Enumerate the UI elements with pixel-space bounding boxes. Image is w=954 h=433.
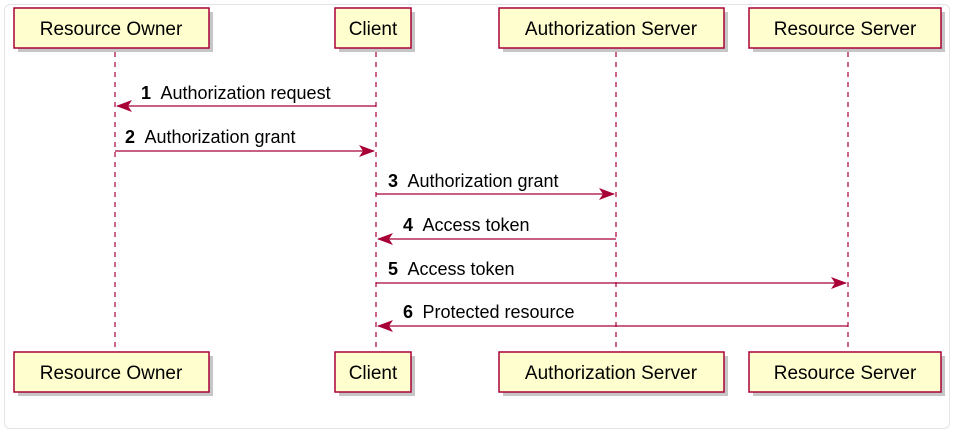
message-label: Authorization grant [407,171,558,191]
svg-text:4 Access token: 4 Access token [403,215,530,235]
participant-label: Resource Owner [40,363,183,384]
message-number: 2 [125,127,135,147]
message-2: 2 Authorization grant [115,127,375,157]
participant-top-resource-server: Resource Server [748,7,945,52]
message-label: Access token [422,215,529,235]
message-number: 6 [403,302,413,322]
message-5: 5 Access token [376,259,847,289]
participant-label: Resource Server [774,19,917,40]
message-label: Authorization grant [144,127,295,147]
participant-label: Client [349,363,398,384]
participant-top-resource-owner: Resource Owner [13,7,213,52]
message-number: 1 [141,83,151,103]
message-number: 3 [388,171,398,191]
participant-bottom-authorization-server: Authorization Server [498,351,728,396]
message-1: 1 Authorization request [116,83,376,112]
participant-top-authorization-server: Authorization Server [498,7,728,52]
message-6: 6 Protected resource [377,302,848,332]
participant-bottom-resource-owner: Resource Owner [13,351,213,396]
message-label: Protected resource [422,302,574,322]
participant-bottom-client: Client [334,351,415,396]
svg-text:5 Access token: 5 Access token [388,259,515,279]
message-number: 5 [388,259,398,279]
participant-label: Authorization Server [525,19,698,40]
message-label: Access token [407,259,514,279]
participant-label: Resource Server [774,363,917,384]
message-label: Authorization request [160,83,330,103]
participant-label: Resource Owner [40,19,183,40]
participant-top-client: Client [334,7,415,52]
svg-text:6 Protected resource: 6 Protected resource [403,302,575,322]
message-number: 4 [403,215,413,235]
message-4: 4 Access token [377,215,616,245]
svg-text:3 Authorization grant: 3 Authorization grant [388,171,559,191]
participant-label: Authorization Server [525,363,698,384]
message-3: 3 Authorization grant [376,171,615,200]
svg-text:1 Authorization request: 1 Authorization request [141,83,331,103]
participant-label: Client [349,19,398,40]
participant-bottom-resource-server: Resource Server [748,351,945,396]
svg-text:2 Authorization grant: 2 Authorization grant [125,127,296,147]
